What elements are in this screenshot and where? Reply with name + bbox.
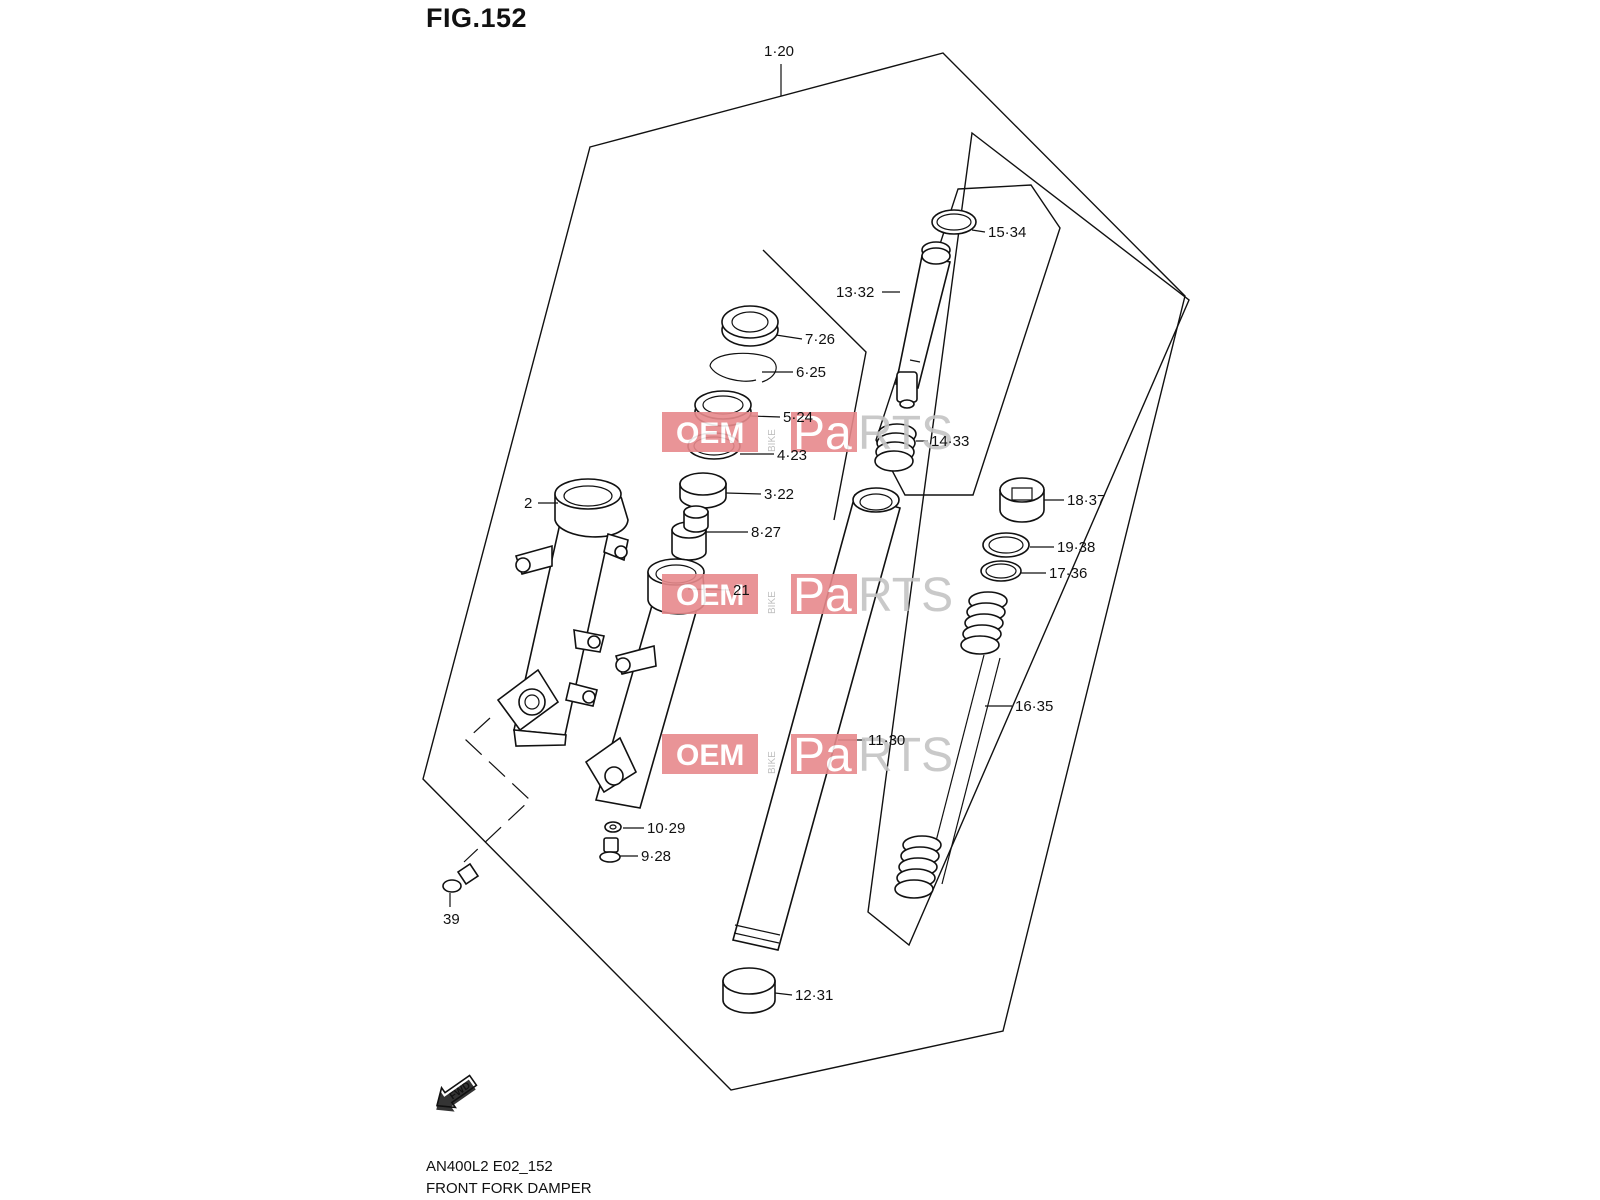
watermark-bike-text: BIKE: [767, 591, 778, 614]
callout-label: 13·32: [836, 284, 874, 301]
callout-label: 16·35: [1015, 698, 1053, 715]
callout-label: 11·30: [868, 732, 905, 749]
callout-label: 1·20: [764, 43, 794, 60]
watermark-oem-text: OEM: [676, 739, 744, 772]
callout-label: 3·22: [764, 486, 794, 503]
watermark-bottom: OEM BIKE Pa RTS: [662, 729, 953, 782]
callout-labels: 1·20 15·34 13·32 7·26 6·25 5·24 14·33 4·…: [443, 43, 1105, 1004]
watermark-parts-a: Pa: [793, 407, 852, 460]
callout-label: 19·38: [1057, 539, 1095, 556]
watermark-middle: OEM BIKE Pa RTS: [662, 569, 953, 622]
watermark-oem-text: OEM: [676, 417, 744, 450]
callout-label: 8·27: [751, 524, 781, 541]
damper-rod: [895, 241, 951, 409]
ring-15: [931, 209, 977, 235]
bolt-9: [599, 837, 621, 863]
watermark-bike-text: BIKE: [767, 751, 778, 774]
washer-10: [604, 821, 622, 833]
spring-14: [874, 423, 917, 472]
watermark-parts-b: RTS: [858, 729, 953, 782]
callout-label: 7·26: [805, 331, 835, 348]
callout-label: 14·33: [931, 433, 969, 450]
callout-label: 9·28: [641, 848, 671, 865]
inner-tube-outline: [867, 131, 1190, 947]
fwd-arrow-icon: FWD: [435, 1074, 478, 1112]
callout-label: 18·37: [1067, 492, 1105, 509]
callout-label: 17·36: [1049, 565, 1087, 582]
watermark-bike-text: BIKE: [767, 429, 778, 452]
inner-tube-11: [732, 487, 901, 951]
figure-name: FRONT FORK DAMPER: [426, 1180, 592, 1197]
dust-seal-7: [721, 305, 779, 347]
bushing-8: [671, 505, 709, 561]
bushing-3: [679, 472, 727, 509]
assembly-outline: [422, 52, 1186, 1091]
callout-label: 4·23: [777, 447, 807, 464]
o-ring-17: [980, 560, 1022, 582]
figure-code: AN400L2 E02_152: [426, 1158, 553, 1175]
bushing-12: [722, 967, 776, 1014]
o-ring-19: [982, 532, 1030, 558]
callout-label: 2: [524, 495, 532, 512]
watermark-parts-a: Pa: [793, 569, 852, 622]
watermark-parts-a: Pa: [793, 729, 852, 782]
callout-label: 10·29: [647, 820, 685, 837]
watermark-top: OEM BIKE Pa RTS: [662, 407, 953, 460]
fork-cap-18: [999, 477, 1045, 523]
leader-lines: [449, 229, 1064, 996]
damper-rod-outline: [875, 184, 1061, 496]
callout-label: 39: [443, 911, 460, 928]
callout-label: 6·25: [796, 364, 826, 381]
watermark-parts-b: RTS: [858, 569, 953, 622]
outer-tube-2: [496, 478, 629, 747]
callout-label: 12·31: [795, 987, 833, 1004]
circlip-6: [709, 352, 777, 383]
callout-label: 15·34: [988, 224, 1026, 241]
spring-16: [894, 591, 1008, 899]
seal-group-outline: [762, 249, 867, 521]
bolt-39: [442, 862, 480, 893]
watermark-oem-text: OEM: [676, 579, 744, 612]
alignment-dash-39: [463, 717, 531, 863]
callout-label: 5·24: [783, 409, 813, 426]
watermark-parts-b: RTS: [858, 407, 953, 460]
figure-title: FIG.152: [426, 3, 528, 33]
callout-label: 21: [733, 582, 750, 599]
